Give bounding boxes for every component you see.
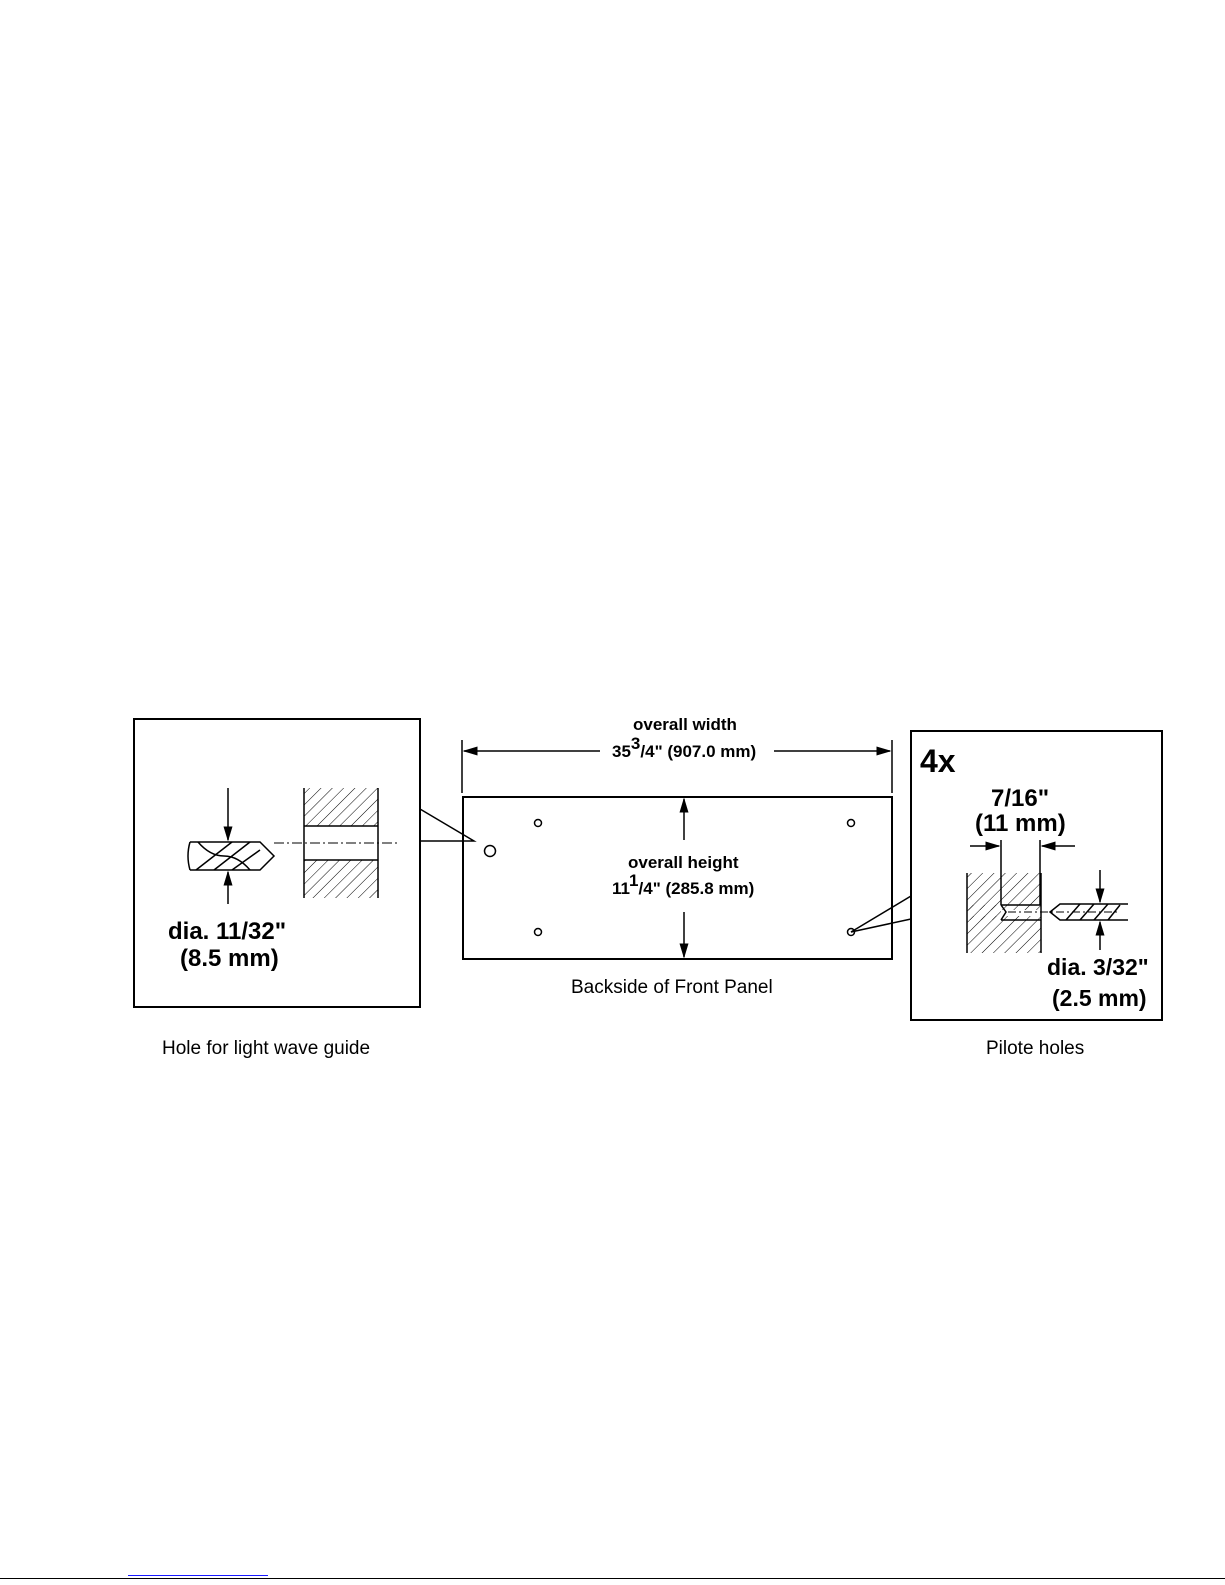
right-detail: 4x 7/16" (11 mm) dia. 3/32" [851, 731, 1162, 1059]
right-count: 4x [920, 743, 956, 779]
light-guide-hole [485, 846, 496, 857]
width-label: overall width [633, 715, 737, 734]
left-dia-mm: (8.5 mm) [180, 945, 279, 972]
height-frac-sup: 1 [629, 871, 638, 890]
front-panel: overall width 353/4" (907.0 mm) overall … [462, 715, 892, 998]
pilot-hole-top-right [848, 820, 855, 827]
height-whole: 11 [612, 879, 630, 898]
large-drill-bit-icon [188, 842, 274, 870]
left-detail: dia. 11/32" (8.5 mm) Hole for light wave… [134, 719, 474, 1059]
panel-caption: Backside of Front Panel [571, 977, 773, 998]
width-value: 353/4" (907.0 mm) [612, 734, 756, 761]
right-detail-label: Pilote holes [986, 1038, 1084, 1059]
right-leader-line [851, 896, 911, 932]
panel-outline [463, 797, 892, 959]
height-value: 111/4" (285.8 mm) [612, 871, 754, 898]
pilot-hole-top-left [535, 820, 542, 827]
right-dia-inch: dia. 3/32" [1047, 954, 1149, 980]
right-depth-mm: (11 mm) [975, 810, 1066, 837]
height-label: overall height [628, 853, 739, 872]
width-frac-sup: 3 [631, 734, 640, 753]
right-dia-mm: (2.5 mm) [1052, 985, 1147, 1011]
right-hatched-material [967, 873, 1041, 953]
height-rest: /4" (285.8 mm) [639, 879, 755, 898]
width-whole: 35 [612, 742, 631, 761]
pilot-hole-bottom-left [535, 929, 542, 936]
right-depth-inch: 7/16" [991, 785, 1049, 812]
left-dia-inch: dia. 11/32" [168, 918, 286, 945]
width-rest: /4" (907.0 mm) [640, 742, 756, 761]
left-detail-label: Hole for light wave guide [162, 1038, 370, 1059]
left-leader-line [420, 809, 474, 841]
footer-link-underline [128, 1575, 268, 1576]
footer-rule [0, 1578, 1225, 1579]
